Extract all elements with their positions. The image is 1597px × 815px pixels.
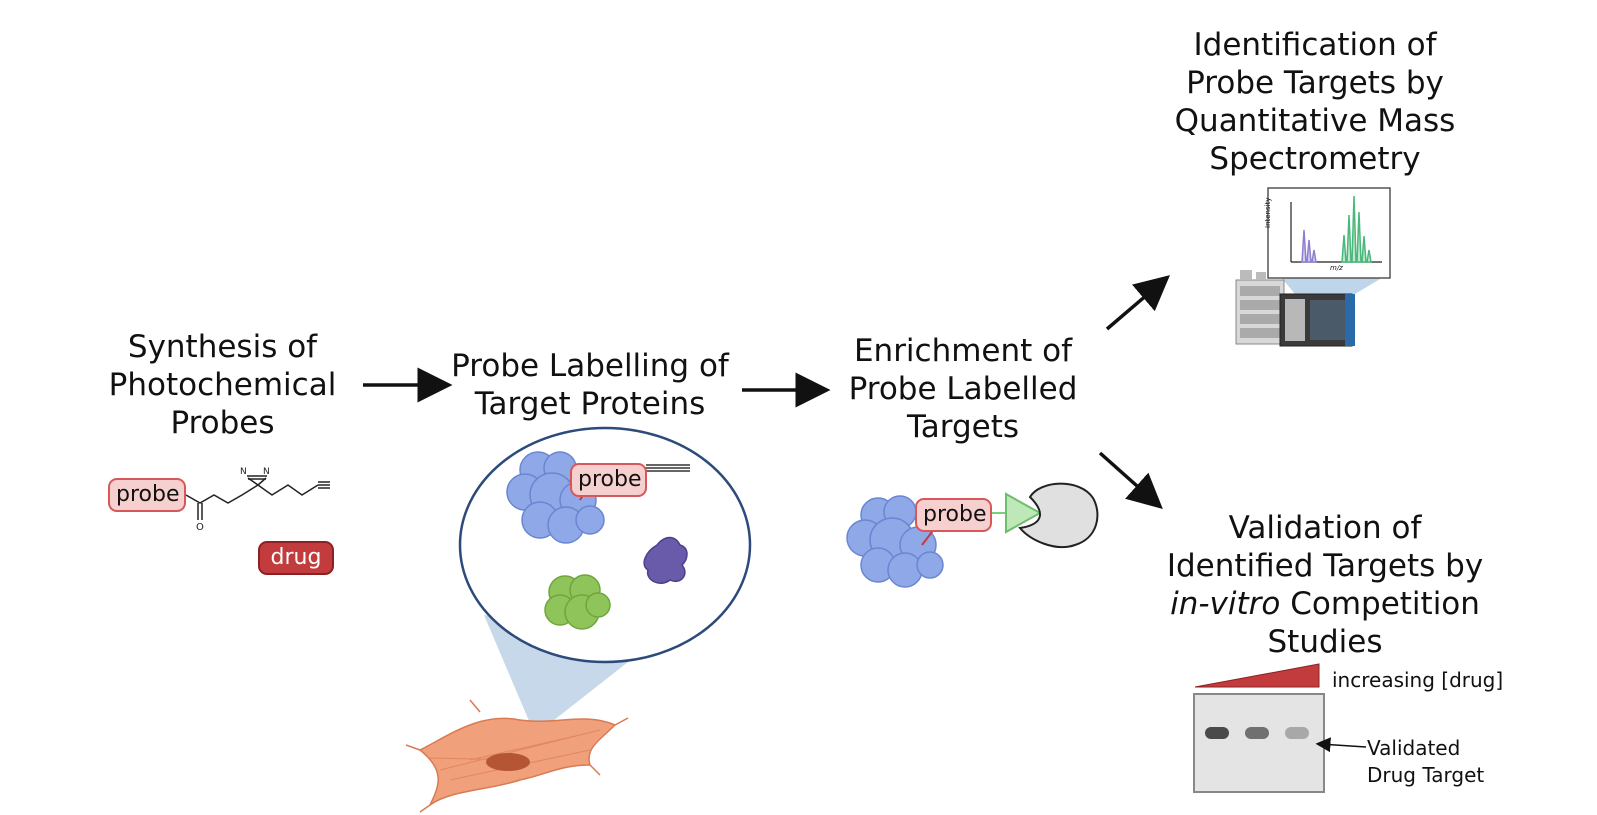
validated-target-line2: Drug Target — [1367, 763, 1485, 787]
validation-title-line4: Studies — [1267, 624, 1383, 660]
streptavidin-bead — [1018, 482, 1099, 549]
arrow-enrichment-to-validation — [1098, 451, 1163, 509]
validation-title-line2: Identified Targets by — [1166, 548, 1484, 584]
drug-tag: drug — [258, 541, 334, 575]
validated-target-line1: Validated — [1367, 736, 1461, 760]
identification-title-line1: Identification of — [1193, 27, 1437, 63]
gel-band-3 — [1285, 727, 1309, 739]
nitrogen-atom-right: N — [263, 467, 270, 477]
identification-title-line2: Probe Targets by — [1186, 65, 1444, 101]
blue-protein-in-circle — [506, 451, 605, 544]
mass-spectrometer — [1235, 270, 1385, 347]
validation-title-line1: Validation of — [1228, 510, 1422, 546]
enrichment-title: Enrichment of Probe Labelled Targets — [838, 332, 1088, 446]
gel-band-2 — [1245, 727, 1269, 739]
drug-gradient-wedge — [1194, 663, 1320, 688]
probe-tag-labelling: probe — [570, 463, 647, 497]
validation-title-italic: in-vitro — [1170, 586, 1281, 622]
labelling-title-line2: Target Proteins — [474, 386, 706, 422]
synthesis-title: Synthesis of Photochemical Probes — [105, 328, 340, 442]
validation-title: Validation of Identified Targets by in-v… — [1160, 509, 1490, 661]
probe-tag-enrichment: probe — [915, 498, 992, 532]
cell-illustration — [405, 699, 629, 813]
blue-protein-enrichment — [846, 495, 944, 588]
gel-callout-arrow — [1315, 737, 1367, 753]
green-protein — [544, 574, 611, 630]
probe-tag-synthesis: probe — [108, 478, 186, 512]
enrichment-title-line1: Enrichment of — [853, 333, 1073, 369]
spectrum-ylabel: Intensity — [1264, 197, 1272, 228]
validation-title-line3: in-vitro Competition — [1160, 585, 1490, 623]
synthesis-title-line3: Probes — [170, 405, 275, 441]
gel-panel — [1193, 693, 1325, 793]
identification-title: Identification of Probe Targets by Quant… — [1170, 26, 1460, 178]
spectrum-peaks-purple — [1301, 229, 1317, 263]
nitrogen-atom-left: N — [240, 467, 247, 477]
probe-chemical-structure — [185, 475, 330, 520]
oxygen-atom: O — [196, 522, 204, 533]
identification-title-line4: Spectrometry — [1209, 141, 1421, 177]
enrichment-title-line2: Probe Labelled — [848, 371, 1078, 407]
spectrum-peaks-green — [1341, 195, 1372, 263]
biotin-triangle — [1005, 492, 1043, 534]
synthesis-title-line2: Photochemical — [108, 367, 337, 403]
gel-band-1 — [1205, 727, 1229, 739]
spectrum-xlabel: m/z — [1330, 264, 1343, 272]
increasing-drug-label: increasing [drug] — [1332, 668, 1504, 692]
enrichment-title-line3: Targets — [906, 409, 1020, 445]
arrow-enrichment-to-identification — [1105, 275, 1170, 331]
labelling-title: Probe Labelling of Target Proteins — [440, 347, 740, 423]
validation-title-line3-rest: Competition — [1280, 586, 1480, 622]
identification-title-line3: Quantitative Mass — [1174, 103, 1456, 139]
labelling-title-line1: Probe Labelling of — [451, 348, 729, 384]
purple-protein — [643, 536, 688, 584]
spectrum-panel — [1267, 187, 1391, 279]
synthesis-title-line1: Synthesis of — [127, 329, 318, 365]
